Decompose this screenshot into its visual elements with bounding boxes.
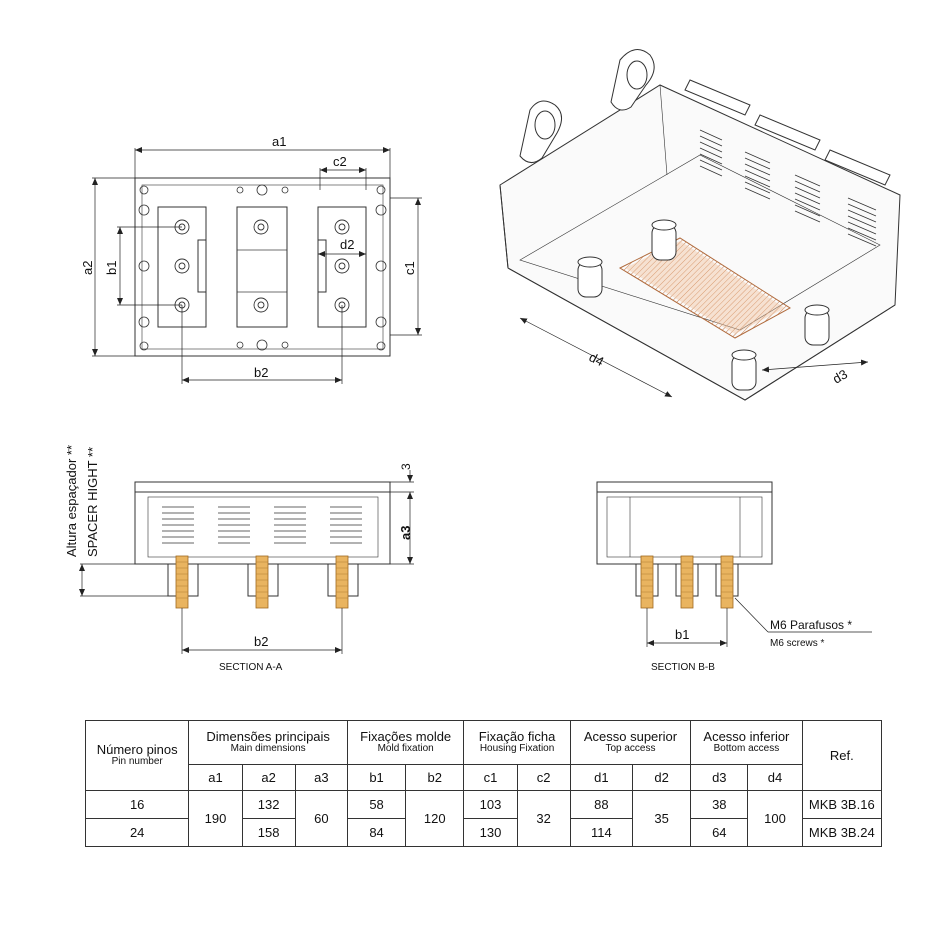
subheader-a1: a1 bbox=[188, 764, 243, 791]
isometric-view bbox=[499, 49, 901, 401]
cell-c2: 32 bbox=[516, 790, 571, 847]
cell-d3: 38 bbox=[690, 790, 749, 819]
cell-c1: 103 bbox=[463, 790, 518, 819]
cell-c1: 130 bbox=[463, 818, 518, 847]
dim-b2-section-label: b2 bbox=[254, 634, 268, 649]
dimension-table: Número pinos Pin number Dimensões princi… bbox=[84, 720, 883, 847]
header-bottom: Acesso inferior Bottom access bbox=[690, 720, 803, 765]
table-row: 24 158 84 130 114 64 MKB 3B.24 bbox=[84, 818, 883, 847]
cell-b1: 58 bbox=[346, 790, 407, 819]
dim-a1-label: a1 bbox=[272, 134, 286, 149]
spacer-label-en: SPACER HIGHT ** bbox=[85, 447, 100, 557]
subheader-a2: a2 bbox=[241, 764, 296, 791]
subheader-d4: d4 bbox=[747, 764, 803, 791]
dim-c2-label: c2 bbox=[333, 154, 347, 169]
dim-d3-label: d3 bbox=[830, 366, 850, 386]
subheader-d2: d2 bbox=[631, 764, 692, 791]
cell-a2: 132 bbox=[241, 790, 296, 819]
subheader-a3: a3 bbox=[294, 764, 348, 791]
dim-a2-label: a2 bbox=[80, 261, 95, 275]
cell-ref: MKB 3B.16 bbox=[801, 790, 883, 819]
cell-d1: 114 bbox=[569, 818, 633, 847]
cell-a1: 190 bbox=[188, 790, 243, 847]
table-row: 16 190 132 60 58 120 103 32 88 35 38 100… bbox=[84, 790, 883, 847]
cell-a3: 60 bbox=[294, 790, 348, 847]
subheader-d1: d1 bbox=[569, 764, 633, 791]
subheader-b2: b2 bbox=[405, 764, 465, 791]
header-top: Acesso superior Top access bbox=[569, 720, 692, 765]
cell-d1: 88 bbox=[569, 790, 633, 819]
subheader-b1: b1 bbox=[346, 764, 407, 791]
cell-b2: 120 bbox=[405, 790, 465, 847]
cell-a2: 158 bbox=[241, 818, 296, 847]
cell-ref: MKB 3B.24 bbox=[801, 818, 883, 847]
subheader-d3: d3 bbox=[690, 764, 749, 791]
screw-label-pt: M6 Parafusos * bbox=[770, 618, 852, 632]
section-bb bbox=[596, 481, 872, 647]
cell-pins: 16 bbox=[84, 790, 190, 819]
dim-c1-label: c1 bbox=[402, 261, 417, 275]
section-aa bbox=[79, 470, 414, 654]
dim-b2-label: b2 bbox=[254, 365, 268, 380]
header-housing: Fixação ficha Housing Fixation bbox=[463, 720, 571, 765]
header-mold: Fixações molde Mold fixation bbox=[346, 720, 465, 765]
dim-a3-label: a3 bbox=[398, 526, 413, 540]
cell-pins: 24 bbox=[84, 818, 190, 847]
dim-3-label: 3 bbox=[399, 463, 413, 470]
spacer-label-pt: Altura espaçador ** bbox=[64, 445, 79, 557]
top-view bbox=[92, 147, 422, 384]
dim-b1-section-label: b1 bbox=[675, 627, 689, 642]
cell-d2: 35 bbox=[631, 790, 692, 847]
dim-d2-label: d2 bbox=[340, 237, 354, 252]
subheader-c2: c2 bbox=[516, 764, 571, 791]
dim-d4-label: d4 bbox=[587, 349, 607, 369]
section-bb-caption: SECTION B-B bbox=[651, 662, 715, 673]
header-ref: Ref. bbox=[801, 720, 883, 791]
header-main: Dimensões principais Main dimensions bbox=[188, 720, 348, 765]
section-aa-caption: SECTION A-A bbox=[219, 662, 283, 673]
cell-b1: 84 bbox=[346, 818, 407, 847]
header-pins: Número pinos Pin number bbox=[84, 720, 190, 791]
cell-d4: 100 bbox=[747, 790, 803, 847]
cell-d3: 64 bbox=[690, 818, 749, 847]
subheader-c1: c1 bbox=[463, 764, 518, 791]
dim-b1-label: b1 bbox=[104, 261, 119, 275]
screw-label-en: M6 screws * bbox=[770, 638, 825, 649]
